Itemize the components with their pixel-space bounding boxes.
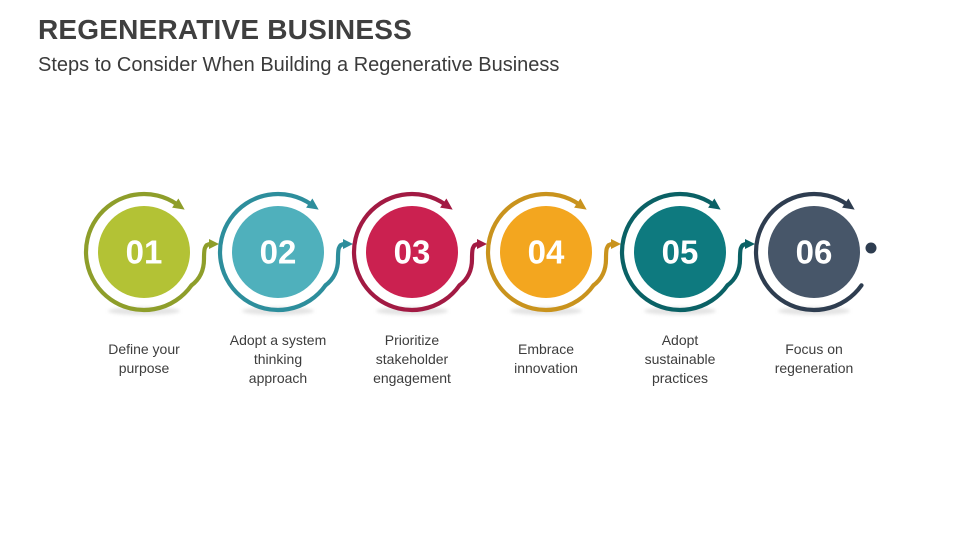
step-unit: 06 Focus on regeneration [747,177,881,390]
loop-arrow-icon [351,191,462,313]
step-number: 05 [662,234,699,271]
step-circle [232,206,324,298]
step-graphic: 02 [217,191,353,315]
step-graphic: 04 [485,191,621,315]
loop-arrowhead-icon [306,198,319,210]
step-label: Focus on regeneration [774,341,854,376]
step-number: 02 [260,234,297,271]
loop-arrow-icon [619,191,730,313]
step-unit: 02 Adopt a system thinking approach [211,177,353,390]
connector-arrow-icon [323,239,353,288]
step-graphic: 03 [351,191,487,315]
step-label: Adopt a system thinking approach [229,331,327,386]
step-label: Adopt sustainable practices [644,331,716,386]
step-circle [500,206,592,298]
step-label: Embrace innovation [514,341,578,376]
step-graphic: 01 [83,191,219,315]
step-label: Prioritize stakeholder engagement [373,331,451,386]
connector-arrow-icon [591,239,621,288]
loop-arrowhead-icon [842,198,855,210]
end-dot-icon [865,242,877,254]
step-circle [634,206,726,298]
step-number: 04 [528,234,565,271]
process-diagram: 01 Define your purpose 02 Adopt a system… [77,177,881,390]
loop-arrowhead-icon [172,198,185,210]
loop-arrowhead-icon [440,198,453,210]
step-graphic: 06 [753,191,877,315]
connector-arrow-icon [725,239,755,288]
step-unit: 01 Define your purpose [77,177,219,390]
step-unit: 05 Adopt sustainable practices [613,177,755,390]
loop-arrowhead-icon [708,198,721,210]
loop-arrow-icon [485,191,596,313]
step-unit: 03 Prioritize stakeholder engagement [345,177,487,390]
loop-arrow-icon [217,191,328,313]
loop-arrow-icon [753,191,864,313]
step-graphic: 05 [619,191,755,315]
slide-header: REGENERATIVE BUSINESS Steps to Consider … [38,14,559,77]
loop-arrow-icon [83,191,194,313]
loop-arrowhead-icon [574,198,587,210]
step-label: Define your purpose [108,341,180,376]
step-number: 03 [394,234,431,271]
step-circle [768,206,860,298]
step-circle [366,206,458,298]
step-circle [98,206,190,298]
step-number: 06 [796,234,833,271]
step-unit: 04 Embrace innovation [479,177,621,390]
page-subtitle: Steps to Consider When Building a Regene… [38,54,560,76]
page-title: REGENERATIVE BUSINESS [38,14,412,45]
connector-arrow-icon [457,239,487,288]
connector-arrow-icon [189,239,219,288]
step-number: 01 [126,234,163,271]
